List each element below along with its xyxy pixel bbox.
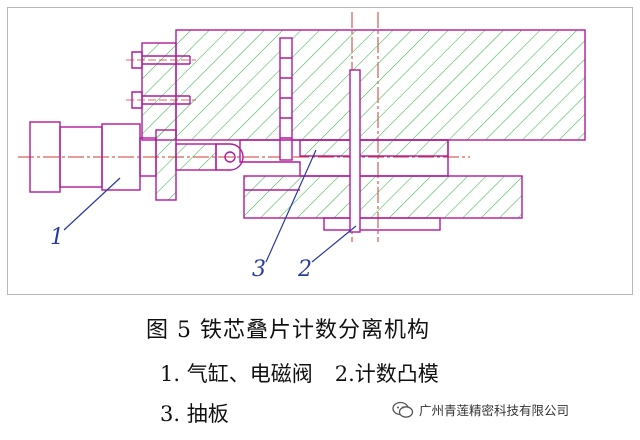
- legend-line-2: 3. 抽板: [160, 398, 229, 428]
- drawing-frame: [7, 7, 633, 295]
- leader-line-1: [63, 177, 121, 231]
- legend-item-3: 3. 抽板: [160, 402, 229, 426]
- guide-strip-ribs: [280, 57, 292, 139]
- label-part-2: 2: [297, 257, 312, 282]
- watermark: 广州青莲精密科技有限公司: [392, 400, 569, 419]
- legend-line-1: 1. 气缸、电磁阀 2.计数凸模: [160, 358, 439, 388]
- watermark-text: 广州青莲精密科技有限公司: [419, 403, 570, 418]
- leader-line-2: [311, 225, 357, 263]
- counting-punch: [349, 69, 361, 233]
- guide-strip: [279, 37, 293, 161]
- slide-plate-hatch: [299, 139, 449, 157]
- base-plate: [323, 217, 441, 231]
- figure-title: 图 5 铁芯叠片计数分离机构: [146, 318, 430, 343]
- bolt-upper: [131, 51, 191, 69]
- bolt-lower: [131, 91, 191, 109]
- leader-line-3: [265, 149, 317, 263]
- lower-die-block: [243, 175, 523, 219]
- upper-die-block: [175, 29, 586, 141]
- label-part-1: 1: [50, 225, 64, 250]
- piston-rod: [175, 143, 217, 171]
- bolt-flange: [141, 42, 177, 141]
- cylinder-mount-plate: [155, 129, 177, 201]
- rod-clevis: [215, 143, 244, 171]
- legend-item-2: 2.计数凸模: [334, 362, 439, 386]
- wechat-icon: [392, 401, 414, 418]
- mechanism-drawing: 1 3 2: [18, 12, 586, 282]
- label-part-3: 3: [252, 257, 266, 282]
- clevis-pin: [224, 151, 236, 163]
- legend-item-1: 1. 气缸、电磁阀: [160, 362, 313, 386]
